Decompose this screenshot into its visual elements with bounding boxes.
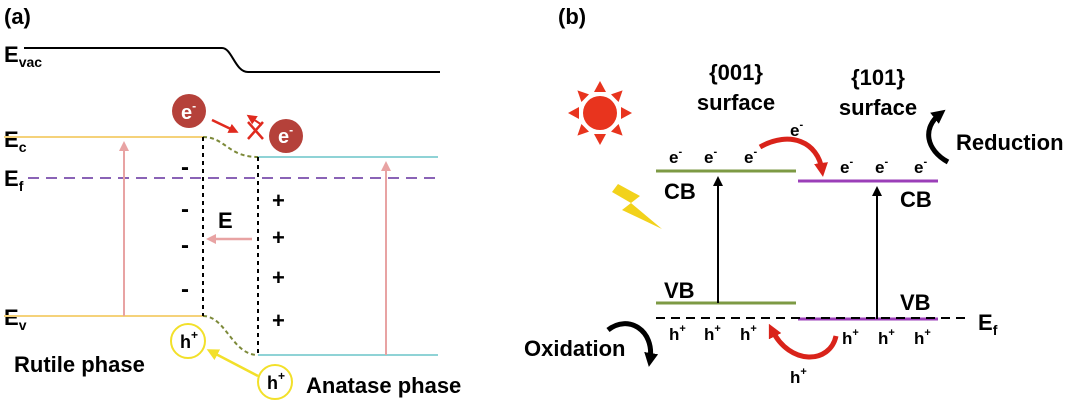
ev-label: Ev <box>4 305 27 333</box>
lightning-icon <box>612 184 662 229</box>
svg-text:-: - <box>181 232 189 259</box>
reduction-label: Reduction <box>956 130 1064 155</box>
svg-text:e-: e- <box>914 156 927 177</box>
electron-rutile: e- <box>172 94 206 128</box>
surface-001-line1: {001} <box>709 60 763 85</box>
svg-text:-: - <box>181 276 189 303</box>
panel-b-label: (b) <box>558 4 586 29</box>
electron-transfer-curve-arrow <box>758 136 828 177</box>
anatase-phase-label: Anatase phase <box>306 373 461 398</box>
panel-a-label: (a) <box>4 4 31 29</box>
svg-text:+: + <box>272 308 285 333</box>
svg-text:e-: e- <box>669 146 682 167</box>
cb-band-bending <box>202 136 259 158</box>
hole-rutile: h+ <box>170 323 206 359</box>
electron-transfer-arrow <box>211 118 239 133</box>
surface-001-line2: surface <box>697 90 775 115</box>
svg-text:+: + <box>272 188 285 213</box>
panel-a: (a) Evac Ec Ef Ev - <box>4 4 461 400</box>
svg-text:e-: e- <box>744 146 757 167</box>
oxidation-label: Oxidation <box>524 336 625 361</box>
vacuum-level-line <box>24 47 440 73</box>
svg-text:-: - <box>181 196 189 223</box>
vb-101-label: VB <box>900 290 931 315</box>
ef-label-a: Ef <box>4 166 24 194</box>
ef-label-b: Ef <box>978 310 998 338</box>
svg-text:h+: h+ <box>669 323 686 344</box>
vb-band-bending <box>202 315 259 356</box>
reduction-curve-arrow <box>926 109 950 165</box>
svg-text:h+: h+ <box>740 323 757 344</box>
field-label: E <box>218 208 233 233</box>
cb-101-label: CB <box>900 187 932 212</box>
hole-transfer-arrow <box>206 349 259 378</box>
surface-101-line2: surface <box>839 95 917 120</box>
rutile-phase-label: Rutile phase <box>14 352 145 377</box>
svg-text:h+: h+ <box>180 328 198 352</box>
hole-anatase: h+ <box>257 364 293 400</box>
hole-transfer-curve-arrow <box>768 323 839 360</box>
transfer-electron: e- <box>790 119 803 140</box>
panel-b: (b) {001} surface {101} surface CB CB V <box>524 4 1064 387</box>
surface-101-line1: {101} <box>851 65 905 90</box>
svg-text:e-: e- <box>875 156 888 177</box>
svg-text:e-: e- <box>704 146 717 167</box>
svg-text:h+: h+ <box>842 327 859 348</box>
svg-text:e-: e- <box>181 99 196 124</box>
svg-text:h+: h+ <box>704 323 721 344</box>
electrons-101: e- e- e- <box>840 156 927 177</box>
negative-charges: - - - - <box>181 154 189 303</box>
positive-charges: + + + + <box>272 188 285 333</box>
svg-text:h+: h+ <box>914 327 931 348</box>
ec-label: Ec <box>4 127 27 155</box>
sun-icon <box>568 81 632 145</box>
vb-001-label: VB <box>664 278 695 303</box>
cb-001-label: CB <box>664 179 696 204</box>
holes-101: h+ h+ h+ <box>842 327 931 348</box>
svg-text:+: + <box>272 265 285 290</box>
holes-001: h+ h+ h+ <box>669 323 757 344</box>
transfer-hole: h+ <box>790 366 807 387</box>
blocked-transfer-mark <box>246 114 264 140</box>
svg-text:h+: h+ <box>267 369 285 393</box>
electrons-001: e- e- e- <box>669 146 757 167</box>
svg-text:+: + <box>272 225 285 250</box>
svg-text:-: - <box>181 154 189 181</box>
oxidation-curve-arrow <box>606 321 659 367</box>
evac-label: Evac <box>4 42 42 70</box>
svg-text:h+: h+ <box>878 327 895 348</box>
svg-text:e-: e- <box>278 123 293 148</box>
electron-anatase: e- <box>269 119 303 153</box>
svg-text:e-: e- <box>840 156 853 177</box>
